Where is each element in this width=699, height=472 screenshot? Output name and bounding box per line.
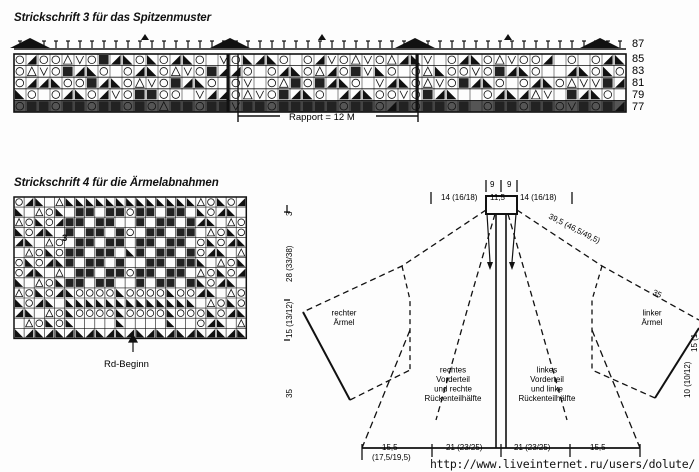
top-center-left: 9	[490, 180, 495, 189]
chart3-grid	[13, 53, 627, 113]
chart4-cell-number: 3	[62, 233, 67, 244]
row-label-87: 87	[632, 38, 644, 50]
left-v-2: 28 (33/38)	[285, 245, 294, 282]
row-label-77: 77	[632, 101, 644, 113]
center-arrows	[487, 262, 515, 270]
left-shoulder-line	[302, 209, 487, 313]
bottom-3: 21 (23/25)	[514, 443, 551, 452]
row-label-85: 85	[632, 53, 644, 65]
bottom-1: 15,5	[382, 443, 398, 452]
left-v-1: 3	[285, 211, 294, 216]
top-neck: 11,5	[490, 193, 506, 202]
top-shoulder-left: 14 (16/18)	[441, 193, 478, 202]
chart3-title: Strickschrift 3 für das Spitzenmuster	[14, 12, 211, 24]
chart4-grid	[13, 196, 248, 340]
row-label-81: 81	[632, 77, 644, 89]
bottom-4: 15,5	[590, 443, 606, 452]
body-right-side	[591, 329, 641, 449]
repeat-bracket	[237, 54, 419, 122]
chart3-top-symbols	[10, 34, 626, 50]
chart4-title: Strickschrift 4 für die Ärmelabnahmen	[14, 177, 219, 189]
right-sleeve-cuff	[654, 327, 699, 399]
left-sleeve-cuff	[302, 311, 351, 401]
right-v-2: 15 (1	[690, 333, 699, 352]
right-shoulder-line	[516, 209, 699, 321]
top-shoulder-right: 14 (16/18)	[520, 193, 557, 202]
left-v-3: 15 (13/12)	[285, 301, 294, 338]
start-arrow	[127, 333, 139, 352]
body-left-side	[361, 329, 411, 449]
repeat-label: Rapport = 12 M	[289, 112, 355, 123]
row-label-83: 83	[632, 65, 644, 77]
bottom-2: 21 (23/25)	[446, 443, 483, 452]
right-edge-top: 35	[651, 288, 664, 300]
left-v-4: 35	[285, 389, 294, 398]
neck-block	[485, 195, 518, 215]
start-label: Rd-Beginn	[104, 359, 149, 370]
bottom-1b: (17,5/19,5)	[372, 453, 411, 462]
top-center-right: 9	[507, 180, 512, 189]
diag-right: 39,5 (46,5/49,5)	[547, 212, 602, 246]
row-label-79: 79	[632, 89, 644, 101]
watermark-url: http://www.liveinternet.ru/users/dolute/	[428, 457, 697, 471]
right-v-1: 10 (10/12)	[683, 361, 692, 398]
